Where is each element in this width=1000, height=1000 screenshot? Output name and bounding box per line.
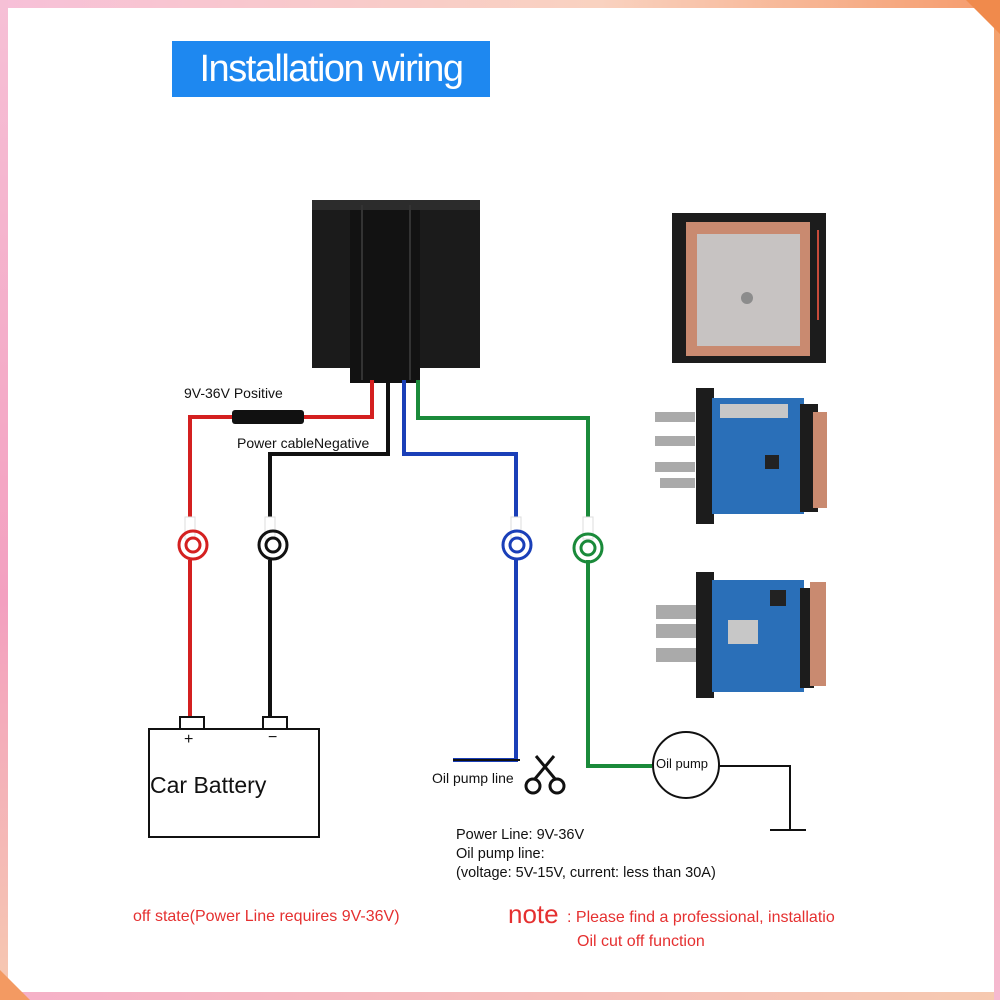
- ring-terminal-blue: [501, 529, 533, 561]
- battery-positive-terminal: [179, 716, 205, 730]
- scissors-icon: [524, 755, 566, 795]
- off-state-note: off state(Power Line requires 9V-36V): [133, 908, 400, 925]
- pump-wire: [416, 380, 652, 768]
- oil-pump-symbol: [652, 731, 806, 831]
- battery-plus-label: +: [184, 731, 194, 748]
- oil-pump-label: Oil pump: [656, 756, 709, 771]
- battery-negative-terminal: [262, 716, 288, 730]
- spec-voltage-current: (voltage: 5V-15V, current: less than 30A…: [456, 865, 716, 881]
- corner-accent-top-right: [966, 0, 1000, 34]
- positive-wire-label: 9V-36V Positive: [184, 385, 283, 401]
- frame-right-border: [994, 0, 1000, 1000]
- gps-antenna-photo: [672, 213, 826, 363]
- page-title: Installation wiring: [199, 48, 464, 90]
- title-banner: Installation wiring: [172, 41, 490, 97]
- negative-wire: [264, 380, 390, 718]
- note-text-oil-cut-off: Oil cut off function: [577, 933, 705, 950]
- relay-device: [312, 200, 480, 383]
- ring-terminal-red: [177, 529, 209, 561]
- note-heading: note: [508, 899, 559, 929]
- battery-minus-label: −: [268, 729, 278, 746]
- pcb-module-photo-1: [655, 388, 827, 524]
- pcb-module-photo-2: [656, 572, 826, 698]
- oil-pump-line-wire: [402, 380, 522, 762]
- ring-terminal-black: [257, 529, 289, 561]
- oil-pump-line-label: Oil pump line: [432, 770, 514, 786]
- spec-power-line: Power Line: 9V-36V: [456, 827, 585, 843]
- positive-wire: [184, 380, 374, 718]
- frame-bottom-border: [0, 992, 1000, 1000]
- frame-left-border: [0, 0, 8, 1000]
- car-battery: [148, 716, 320, 838]
- battery-label: Car Battery: [150, 772, 267, 798]
- negative-wire-label: Power cableNegative: [237, 435, 370, 451]
- note-text: : Please find a professional, installati…: [567, 909, 835, 926]
- fuse-holder: [232, 410, 304, 424]
- frame-top-border: [0, 0, 1000, 8]
- corner-accent-bottom-left: [0, 970, 30, 1000]
- spec-block: Power Line: 9V-36V Oil pump line: (volta…: [456, 826, 716, 883]
- ring-terminal-green: [572, 532, 604, 564]
- spec-oil-pump-line: Oil pump line:: [456, 846, 545, 862]
